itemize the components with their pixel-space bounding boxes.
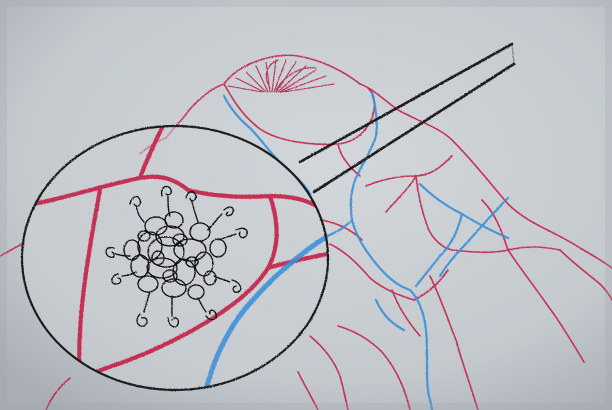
lens-glass bbox=[22, 126, 328, 390]
